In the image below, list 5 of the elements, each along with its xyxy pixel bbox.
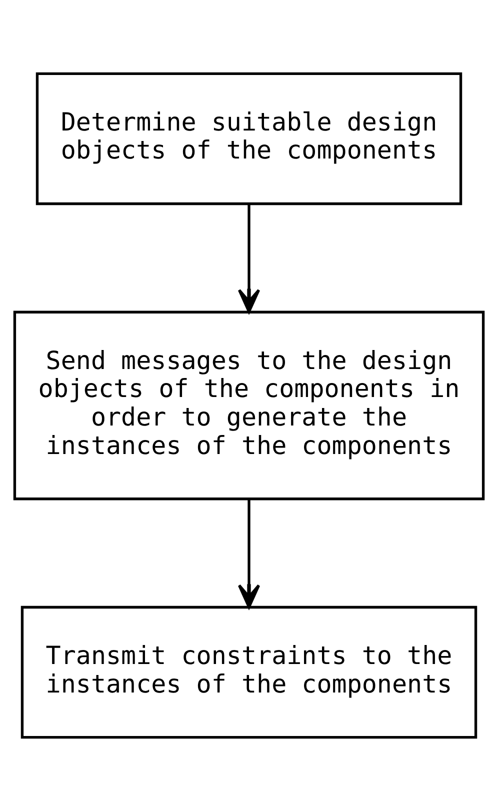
node-box: Determine suitable design objects of the components [36, 72, 462, 205]
arrow [238, 204, 260, 313]
node-box: Send messages to the design objects of the components in order to generate the instances of the components [13, 310, 485, 500]
arrow [238, 498, 260, 608]
node-box: Transmit constraints to the instances of the components [20, 605, 478, 738]
